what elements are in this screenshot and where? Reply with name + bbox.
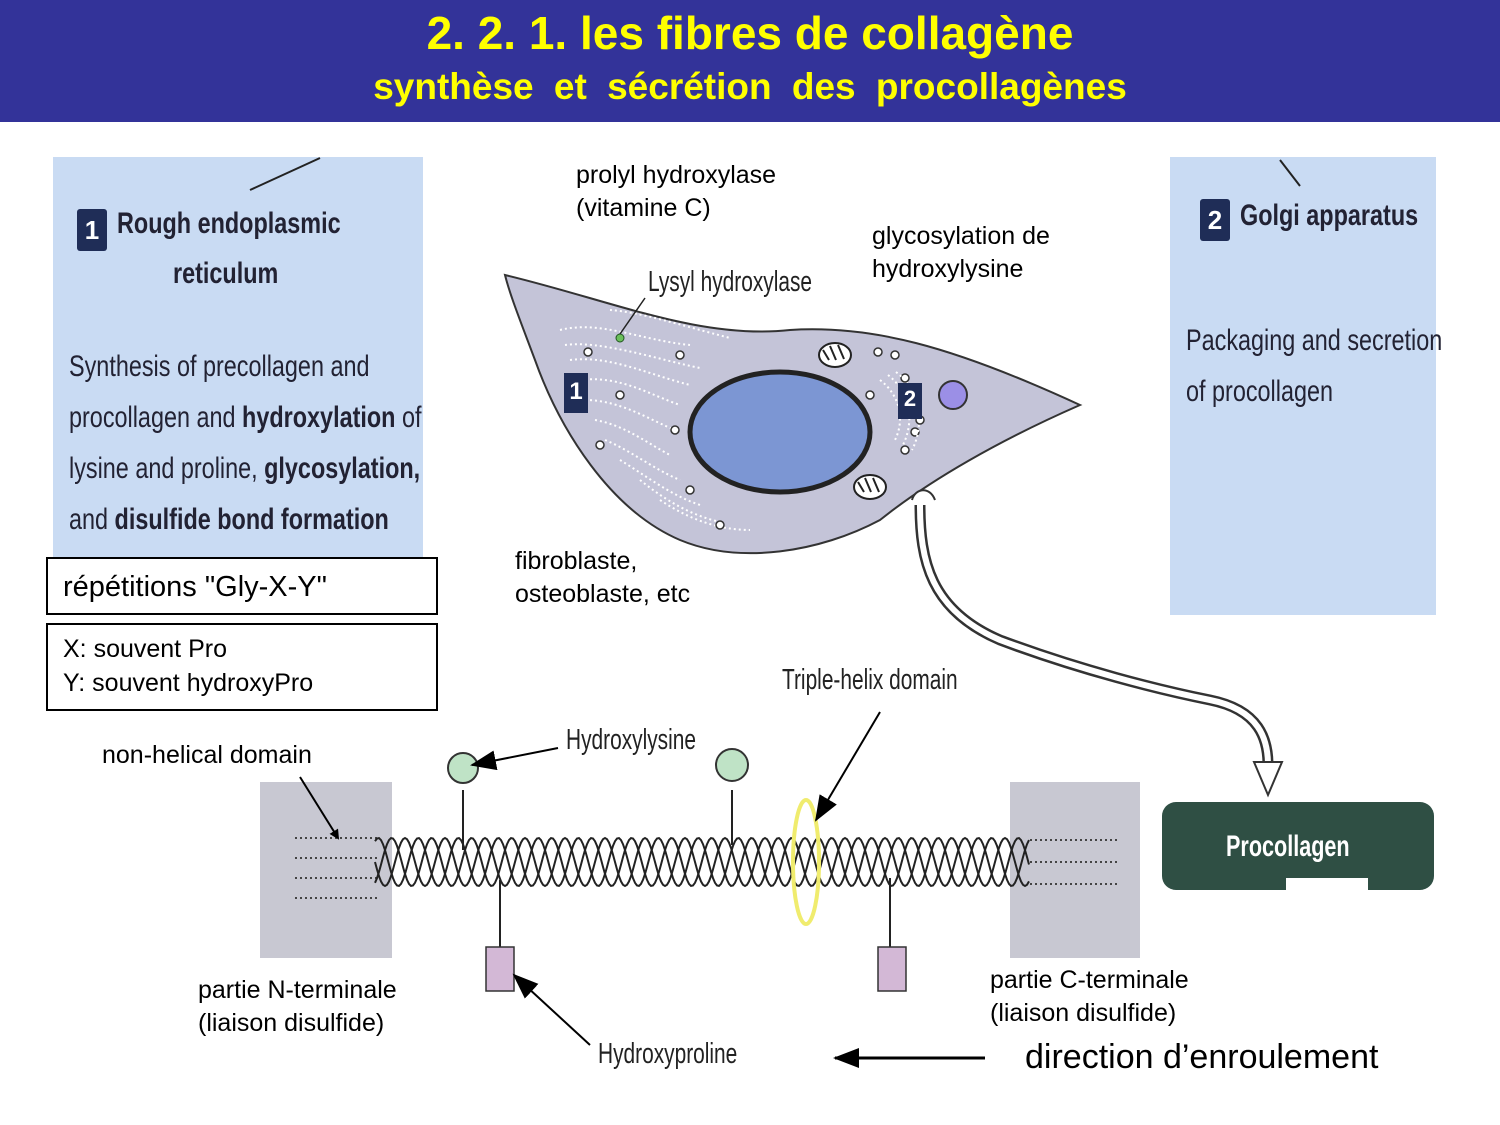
n-term-line2: (liaison disulfide) xyxy=(198,1009,385,1037)
prolyl-line1: prolyl hydroxylase xyxy=(576,161,777,189)
helix-strand-1 xyxy=(374,836,1030,888)
cell-badge-1-bg xyxy=(564,373,588,413)
fibro-line2: osteoblaste, etc xyxy=(515,580,691,608)
golgi-panel: 2 Golgi apparatus Packaging and secretio… xyxy=(1170,157,1442,615)
secretion-arrow xyxy=(914,504,1284,798)
exocytosis-pore xyxy=(911,489,936,501)
slide-title: 2. 2. 1. les fibres de collagène xyxy=(426,7,1074,59)
helix-strand-2 xyxy=(374,837,1030,887)
rer-body-line-1: Synthesis of precollagen and xyxy=(69,350,370,383)
rer-body-line-4: and disulfide bond formation xyxy=(69,503,389,536)
cell-drawing xyxy=(503,273,1083,555)
procollagen-label: Procollagen xyxy=(1226,830,1350,863)
title-banner: 2. 2. 1. les fibres de collagène synthès… xyxy=(0,0,1500,122)
triple-helix-label: Triple-helix domain xyxy=(782,664,958,696)
rer-title-line2: reticulum xyxy=(173,257,279,290)
rer-body-line-2: procollagen and hydroxylation of xyxy=(69,401,422,434)
hydroxyproline-pointer xyxy=(512,973,591,1046)
rer-panel: 1 Rough endoplasmic reticulum Synthesis … xyxy=(53,157,423,557)
nucleus xyxy=(687,369,873,495)
y-definition-text: Y: souvent hydroxyPro xyxy=(63,669,314,697)
lysyl-hydroxylase-label: Lysyl hydroxylase xyxy=(648,266,813,298)
n-terminal-block xyxy=(260,782,392,958)
lysyl-hydroxylase-dot xyxy=(615,333,625,343)
procollagen-box xyxy=(1162,802,1434,890)
fibro-line1: fibroblaste, xyxy=(515,547,638,575)
hydroxylysine-groups xyxy=(447,748,749,850)
cell-type-label: fibroblaste, osteoblaste, etc xyxy=(515,545,690,611)
c-terminal-block xyxy=(1010,782,1140,958)
x-definition-text: X: souvent Pro xyxy=(63,635,227,663)
slide-subtitle: synthèse et sécrétion des procollagènes xyxy=(373,66,1127,107)
cell-badge-2-bg xyxy=(898,383,922,419)
golgi-number-badge: 2 xyxy=(1200,199,1230,241)
glyco-line2: hydroxylysine xyxy=(872,255,1024,283)
prolyl-line2: (vitamine C) xyxy=(576,194,711,222)
c-term-line2: (liaison disulfide) xyxy=(990,999,1177,1027)
cell-badge-1: 1 xyxy=(569,378,583,405)
xy-definition-box: X: souvent Pro Y: souvent hydroxyPro xyxy=(46,623,438,711)
golgi-title: Golgi apparatus xyxy=(1240,199,1419,232)
triple-helix-pointer xyxy=(814,711,881,822)
terminal-dotted-lines xyxy=(295,837,1120,899)
triple-helix xyxy=(374,836,1030,888)
gly-x-y-repeats-text: répétitions "Gly-X-Y" xyxy=(63,571,327,603)
helix-strand-3 xyxy=(374,837,1030,887)
n-terminal-label: partie N-terminale (liaison disulfide) xyxy=(198,974,397,1040)
non-helical-pointer xyxy=(299,776,340,840)
non-helical-domain-label: non-helical domain xyxy=(102,741,312,769)
c-term-line1: partie C-terminale xyxy=(990,966,1189,994)
hydroxylysine-pointer xyxy=(470,747,559,771)
rer-body-line-3: lysine and proline, glycosylation, xyxy=(69,452,421,485)
golgi-body-line1: Packaging and secretion xyxy=(1186,324,1443,357)
golgi-body-line2: of procollagen xyxy=(1186,375,1334,408)
cell-badge-2: 2 xyxy=(903,386,917,411)
secretory-vesicle xyxy=(938,380,968,410)
golgi-stack xyxy=(879,371,920,451)
mitochondria xyxy=(818,342,887,500)
hydroxylysine-label: Hydroxylysine xyxy=(566,724,696,756)
hydroxyproline-label: Hydroxyproline xyxy=(598,1038,738,1070)
n-term-line1: partie N-terminale xyxy=(198,976,397,1004)
rer-number-badge: 1 xyxy=(77,209,107,251)
triple-helix-marker-ring xyxy=(791,798,821,926)
golgi-leader-line xyxy=(1279,159,1301,187)
rer-leader-line xyxy=(249,157,321,191)
rer-title-line1: Rough endoplasmic xyxy=(117,207,341,240)
glyco-line1: glycosylation de xyxy=(872,222,1050,250)
prolyl-hydroxylase-label: prolyl hydroxylase (vitamine C) xyxy=(576,159,776,225)
glycosylation-label: glycosylation de hydroxylysine xyxy=(872,220,1050,286)
c-terminal-label: partie C-terminale (liaison disulfide) xyxy=(990,964,1189,1030)
gly-x-y-repeats-box: répétitions "Gly-X-Y" xyxy=(46,557,438,615)
winding-direction-label: direction d’enroulement xyxy=(1025,1038,1379,1076)
hydroxyproline-groups xyxy=(485,878,907,992)
